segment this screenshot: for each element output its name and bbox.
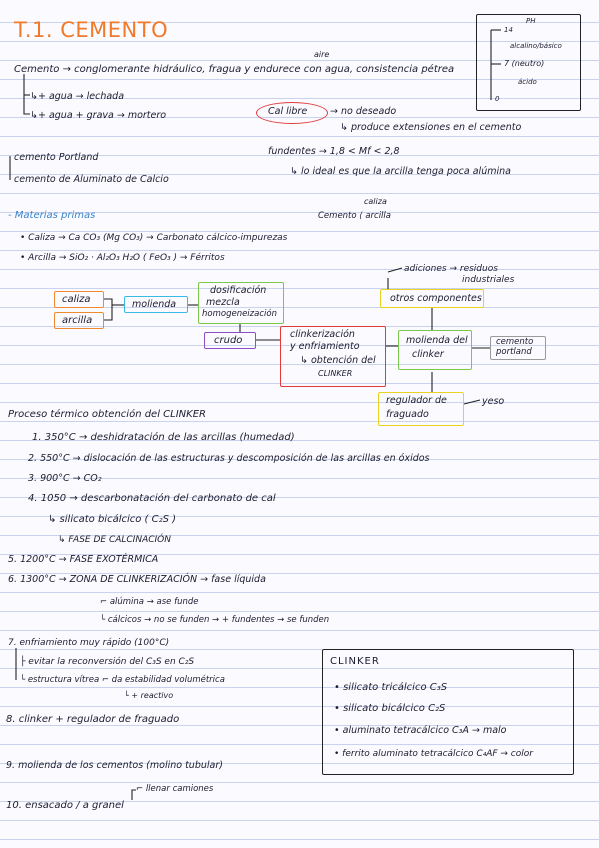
mortero-line: ↳+ agua + grava → mortero — [30, 110, 167, 121]
flow-clinker: CLINKER — [318, 369, 353, 378]
clinker-item-3: • aluminato tetracálcico C₃A → malo — [334, 725, 507, 736]
flow-yeso: yeso — [482, 396, 505, 407]
clinker-item-4: • ferrito aluminato tetracálcico C₄AF → … — [334, 749, 533, 759]
page-title: T.1. CEMENTO — [14, 18, 169, 42]
proceso-step-7b: └ estructura vítrea ⌐ da estabilidad vol… — [20, 675, 225, 685]
ph-title: PH — [526, 17, 536, 25]
flow-enfriamiento: y enfriamiento — [290, 341, 360, 352]
proceso-step-2: 2. 550°C → dislocación de las estructura… — [28, 453, 430, 464]
flow-join-bracket — [104, 298, 113, 321]
flow-box-molienda-clinker — [398, 330, 472, 370]
proceso-step-7: 7. enfriamiento muy rápido (100°C) — [8, 638, 170, 648]
step10-hook — [131, 789, 136, 800]
proceso-step-5: 5. 1200°C → FASE EXOTÉRMICA — [8, 554, 159, 565]
flow-cemento: cemento — [496, 337, 534, 347]
flow-otros-label: otros componentes — [390, 293, 482, 304]
flow-adiciones: adiciones → residuos — [404, 264, 498, 274]
proceso-step-6a: ⌐ alúmina → ase funde — [100, 597, 199, 607]
flow-fraguado: fraguado — [386, 409, 429, 420]
proceso-step-10: 10. ensacado / a granel — [6, 800, 124, 811]
flow-arrow-yeso — [463, 399, 481, 405]
ph-label-14: 14 — [504, 26, 513, 34]
flow-box-arcilla — [54, 312, 104, 329]
cal-libre-oval — [256, 102, 328, 124]
ph-label-alcalino: alcalino/básico — [510, 42, 562, 50]
flow-arcilla-label: arcilla — [62, 315, 93, 326]
flow-box-regulador — [378, 392, 464, 426]
flow-box-molienda — [124, 296, 188, 313]
proceso-step-7a: ├ evitar la reconversión del C₃S en C₂S — [20, 657, 195, 667]
proceso-heading: Proceso térmico obtención del CLINKER — [8, 409, 206, 420]
caliza-formula: • Caliza → Ca CO₃ (Mg CO₃) → Carbonato c… — [20, 233, 288, 243]
fundentes-line: fundentes → 1,8 < Mf < 2,8 — [268, 146, 400, 157]
arcilla-formula: • Arcilla → SiO₂ · Al₂O₃ H₂O ( FeO₃ ) → … — [20, 253, 225, 263]
flow-box-crudo — [204, 332, 256, 349]
aire-note: aire — [314, 50, 330, 59]
extensiones-note: ↳ produce extensiones en el cemento — [340, 122, 522, 133]
proceso-step-1: 1. 350°C → deshidratación de las arcilla… — [32, 432, 295, 443]
flow-homogeneizacion: homogeneización — [202, 309, 277, 319]
flow-portland: portland — [496, 347, 532, 357]
flow-crudo-label: crudo — [214, 335, 243, 346]
proceso-step-3: 3. 900°C → CO₂ — [28, 473, 102, 484]
proceso-step-6: 6. 1300°C → ZONA DE CLINKERIZACIÓN → fas… — [8, 574, 266, 585]
cal-libre-label: Cal libre — [268, 106, 308, 117]
flow-box-dosificacion — [198, 282, 284, 324]
flow-box-caliza — [54, 291, 104, 308]
proceso-step-6b: └ cálcicos → no se funden → + fundentes … — [100, 615, 330, 625]
intro-bracket — [23, 74, 30, 115]
flow-box-clinkerizacion — [280, 326, 386, 387]
cemento-aluminato: cemento de Aluminato de Calcio — [14, 174, 169, 185]
cemento-portland: cemento Portland — [14, 152, 99, 163]
ph-label-acido: ácido — [518, 78, 537, 86]
flow-molienda-label: molienda — [132, 299, 177, 310]
clinker-item-2: • silicato bicálcico C₂S — [334, 703, 446, 714]
flow-dosificacion: dosificación — [210, 285, 267, 296]
no-deseado: → no deseado — [330, 106, 397, 117]
proceso-step-9: 9. molienda de los cementos (molino tubu… — [6, 760, 223, 771]
cemento-definition: Cemento → conglomerante hidráulico, frag… — [14, 64, 455, 75]
flow-mezcla: mezcla — [206, 297, 240, 308]
flow-arrow-adiciones-top — [387, 267, 403, 273]
flow-obtencion: ↳ obtención del — [300, 355, 376, 366]
proceso-step-10-note: ⌐ llenar camiones — [136, 784, 214, 794]
flow-regulador: regulador de — [386, 395, 447, 406]
arcilla-ideal-note: ↳ lo ideal es que la arcilla tenga poca … — [290, 166, 511, 177]
flow-caliza-label: caliza — [62, 294, 91, 305]
proceso-step-4b: ↳ FASE DE CALCINACIÓN — [58, 535, 171, 545]
cemento-arcilla-note: Cemento ⟨ arcilla — [318, 211, 391, 221]
ph-label-neutro: 7 (neutro) — [504, 59, 545, 68]
proceso-step-4: 4. 1050 → descarbonatación del carbonato… — [28, 493, 276, 504]
flow-molienda-del: molienda del — [406, 335, 468, 346]
proceso-step-7c: └ + reactivo — [124, 691, 174, 700]
lechada-line: ↳+ agua → lechada — [30, 91, 125, 102]
proceso-step-4a: ↳ silicato bicálcico ( C₂S ) — [48, 514, 177, 525]
flow-box-cemento-portland — [490, 336, 546, 360]
materias-heading: - Materias primas — [8, 210, 96, 221]
clinker-item-1: • silicato tricálcico C₃S — [334, 682, 448, 693]
clinker-box-title: CLINKER — [330, 656, 380, 667]
flow-box-otros — [380, 289, 484, 308]
flow-industriales: industriales — [462, 275, 515, 285]
clinker-box — [322, 649, 574, 775]
proceso-step-8: 8. clinker + regulador de fraguado — [6, 714, 180, 725]
caliza-top-note: caliza — [364, 197, 387, 206]
flow-clinker-word: clinker — [412, 349, 444, 360]
ph-label-0: 0 — [495, 95, 500, 103]
flow-clinkerizacion: clinkerización — [290, 329, 355, 340]
ph-box — [476, 14, 581, 111]
